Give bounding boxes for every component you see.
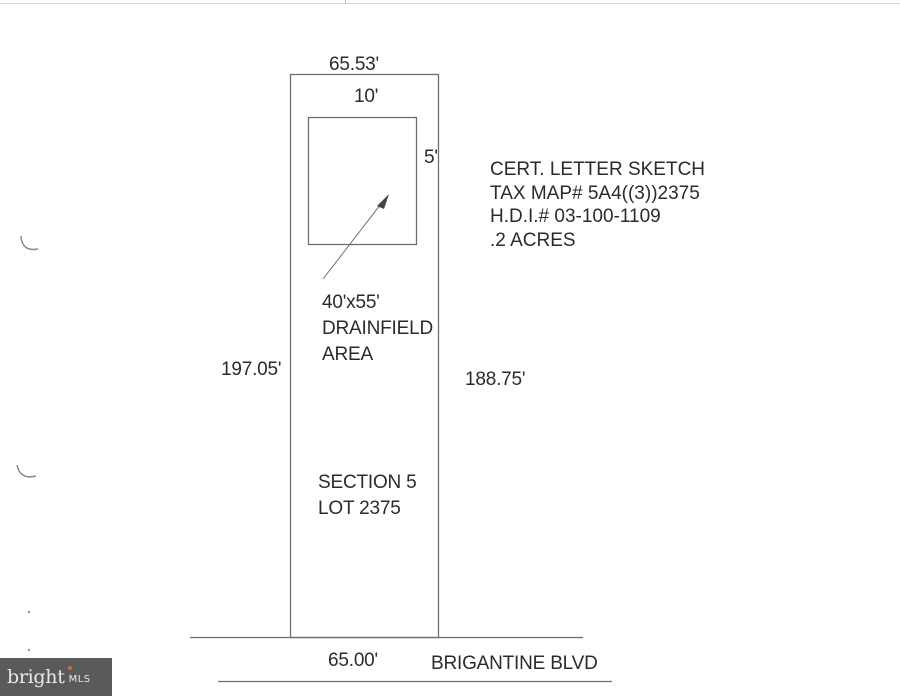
drainfield-arrow-line — [322, 199, 385, 280]
binder-hole-mark-2 — [16, 464, 37, 478]
drainfield-label-line2: AREA — [322, 344, 373, 365]
setback-side: 5' — [424, 147, 438, 168]
setback-front: 10' — [354, 86, 379, 107]
info-tax-map: TAX MAP# 5A4((3))2375 — [490, 182, 700, 204]
info-acreage: .2 ACRES — [490, 229, 576, 251]
sketch-info-block: CERT. LETTER SKETCH TAX MAP# 5A4((3))237… — [490, 158, 705, 252]
page-top-edge — [0, 3, 900, 4]
dimension-left: 197.05' — [221, 359, 282, 380]
dimension-right: 188.75' — [465, 369, 526, 390]
speck-mark-2 — [27, 648, 31, 652]
drainfield-box — [307, 116, 418, 246]
dimension-bottom: 65.00' — [328, 650, 378, 671]
watermark-suffix: MLS — [68, 673, 91, 685]
page-top-tick — [345, 0, 346, 4]
section-label: SECTION 5 — [318, 472, 417, 493]
watermark-brand: bright — [7, 666, 65, 688]
speck-mark-1 — [27, 610, 31, 614]
drainfield-arrow-head — [377, 194, 389, 209]
lot-number-label: LOT 2375 — [318, 498, 401, 519]
dimension-top: 65.53' — [329, 54, 379, 75]
info-hdi-number: H.D.I.# 03-100-1109 — [490, 206, 661, 227]
road-name: BRIGANTINE BLVD — [431, 653, 598, 674]
watermark-spark-icon — [68, 666, 72, 670]
drainfield-label-line1: DRAINFIELD — [322, 318, 433, 339]
drainfield-size: 40'x55' — [322, 292, 380, 313]
binder-hole-mark-1 — [20, 235, 39, 251]
info-title: CERT. LETTER SKETCH — [490, 159, 706, 180]
bright-mls-watermark: bright MLS — [0, 658, 112, 696]
